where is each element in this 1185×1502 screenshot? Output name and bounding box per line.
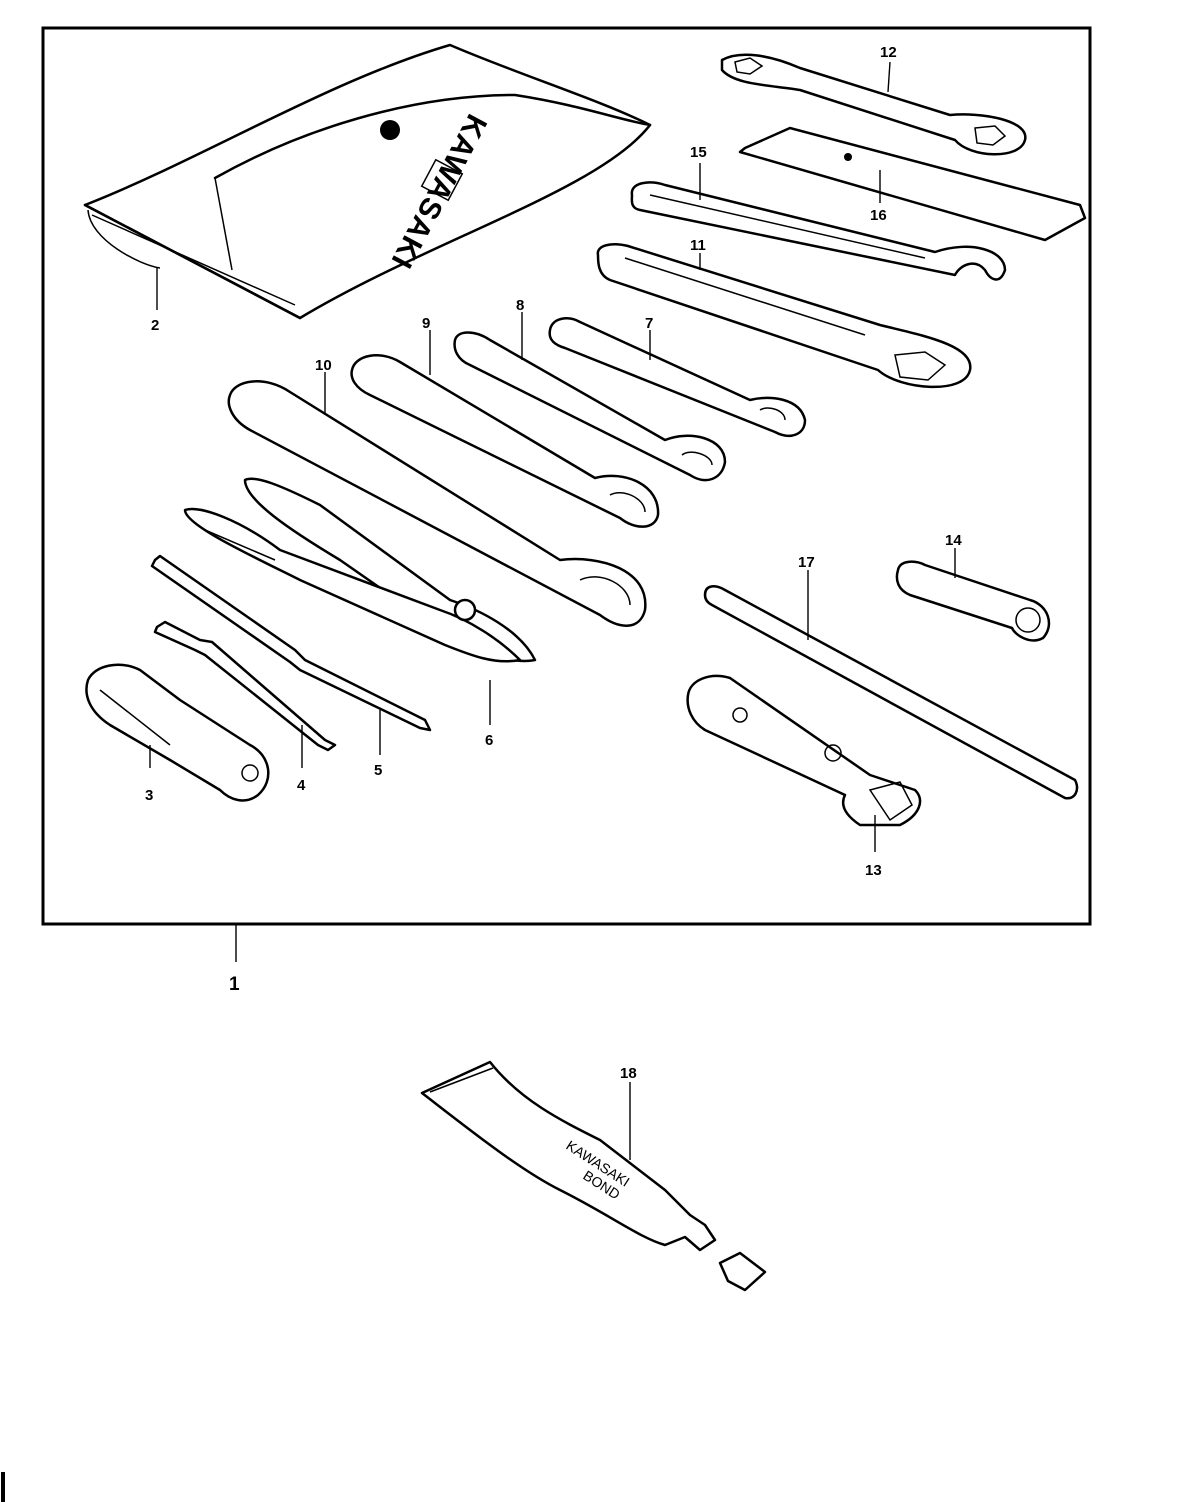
callout-17: 17	[798, 554, 815, 571]
callout-4: 4	[297, 777, 306, 794]
pouch-snap-icon	[380, 120, 400, 140]
leader-12	[887, 61, 891, 93]
flat-tool-hole-icon	[844, 153, 852, 161]
flat-tool-16	[738, 126, 1087, 242]
socket-13-hole-icon	[824, 744, 842, 762]
kawasaki-bond-tube: KAWASAKI BOND	[420, 1060, 767, 1292]
callout-12: 12	[880, 44, 897, 61]
callout-18: 18	[620, 1065, 637, 1082]
callout-5: 5	[374, 762, 382, 779]
tool-pouch: KAWASAKI	[83, 43, 652, 320]
kawasaki-logo-icon	[420, 158, 464, 202]
open-wrench-7	[548, 317, 807, 437]
open-wrench-9	[350, 354, 660, 528]
callout-13: 13	[865, 862, 882, 879]
callout-10: 10	[315, 357, 332, 374]
socket-wrench-14	[895, 560, 1051, 642]
tommy-bar-17	[703, 585, 1079, 800]
callout-16: 16	[870, 207, 887, 224]
open-wrench-10	[227, 380, 647, 627]
callout-9: 9	[422, 315, 430, 332]
callout-7: 7	[645, 315, 653, 332]
pliers-pivot-icon	[453, 598, 477, 622]
socket-13-hole-2-icon	[732, 707, 748, 723]
open-wrench-8	[453, 331, 727, 482]
callout-14: 14	[945, 532, 962, 549]
callout-15: 15	[690, 144, 707, 161]
callout-3: 3	[145, 787, 153, 804]
screwdriver-blade-5	[150, 554, 432, 732]
socket-14-end-icon	[1015, 607, 1041, 633]
callout-11: 11	[690, 237, 706, 254]
pliers-6	[183, 477, 537, 663]
tool-kit-frame	[41, 26, 1092, 926]
ring-wrench-11	[596, 243, 972, 389]
screwdriver-handle-3	[85, 663, 270, 802]
callout-8: 8	[516, 297, 524, 314]
box-wrench-12	[720, 53, 1027, 156]
hook-spanner-15	[630, 181, 1007, 281]
tube-cap-icon	[718, 1251, 767, 1292]
callout-6: 6	[485, 732, 493, 749]
callout-1: 1	[229, 974, 240, 995]
phillips-bit-4	[153, 620, 337, 752]
handle-socket-icon	[241, 764, 259, 782]
spark-plug-socket-13	[686, 674, 922, 827]
callout-2: 2	[151, 317, 159, 334]
